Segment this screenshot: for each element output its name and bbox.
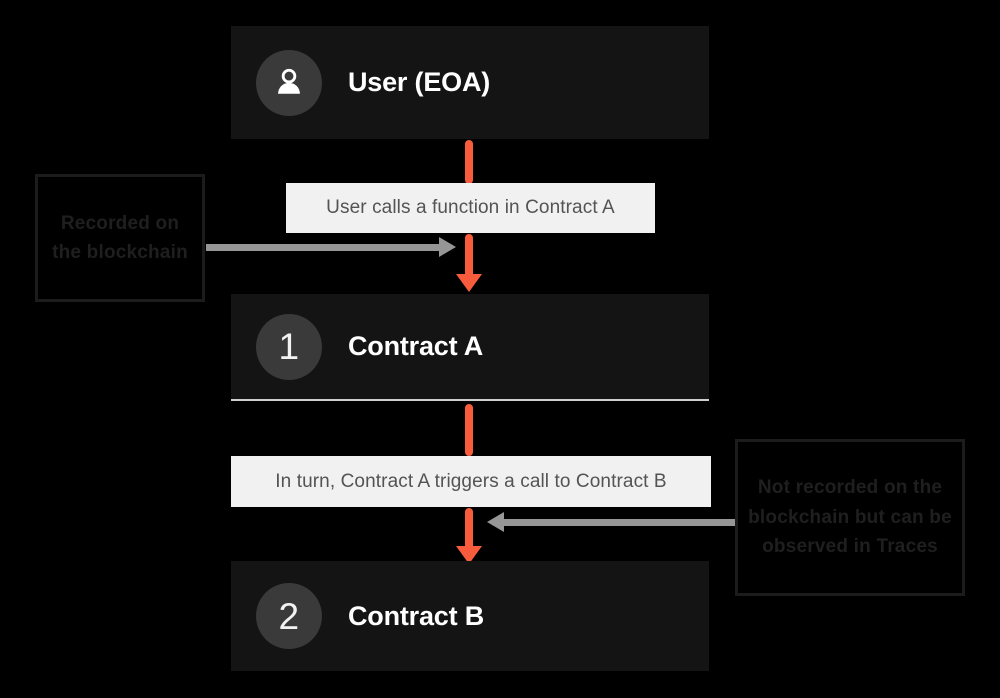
flow-connector-segment-2 [465, 404, 473, 456]
annotation-pointer-right [487, 512, 735, 532]
edge-label-contract-a-to-contract-b: In turn, Contract A triggers a call to C… [231, 456, 711, 507]
annotation-not-recorded-traces-text: Not recorded on the blockchain but can b… [748, 477, 952, 558]
node-contract-b-title: Contract B [348, 600, 485, 631]
person-avatar [256, 49, 322, 116]
person-icon [271, 65, 307, 101]
edge-label-user-to-contract-a-text: User calls a function in Contract A [326, 197, 615, 218]
node-user-eoa-title: User (EOA) [348, 67, 491, 97]
edge-label-user-to-contract-a: User calls a function in Contract A [286, 183, 655, 233]
annotation-pointer-left [206, 237, 456, 257]
flow-arrow-contract-a-to-contract-b [456, 508, 482, 564]
flow-connector-segment-1 [465, 140, 473, 184]
annotation-not-recorded-traces: Not recorded on the blockchain but can b… [735, 439, 965, 596]
node-contract-b[interactable]: 2 Contract B [231, 561, 709, 671]
step-badge-2: 2 [256, 583, 322, 649]
annotation-recorded-on-blockchain: Recorded on the blockchain [35, 174, 205, 302]
step-badge-1: 1 [256, 313, 322, 380]
step-badge-2-number: 2 [278, 595, 300, 637]
node-user-eoa[interactable]: User (EOA) [231, 26, 709, 139]
step-badge-1-number: 1 [278, 326, 300, 367]
node-contract-a[interactable]: 1 Contract A [231, 294, 709, 401]
node-contract-a-title: Contract A [348, 331, 484, 361]
annotation-recorded-on-blockchain-text: Recorded on the blockchain [52, 212, 188, 263]
flow-arrow-user-to-contract-a [456, 234, 482, 292]
edge-label-contract-a-to-contract-b-text: In turn, Contract A triggers a call to C… [275, 470, 667, 492]
